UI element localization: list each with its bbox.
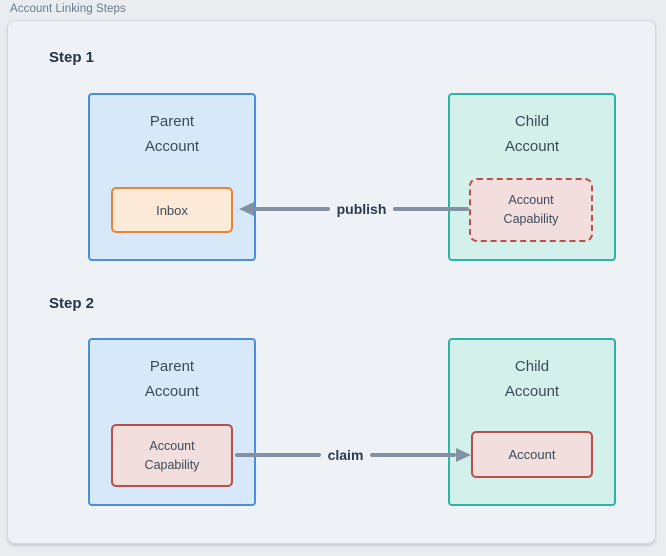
step1-account-capability-box: Account Capability xyxy=(469,178,593,242)
step2-child-account-box: Child Account xyxy=(448,338,616,506)
claim-arrow-label: claim xyxy=(327,447,364,463)
step1-parent-account-title: Parent Account xyxy=(144,113,200,155)
arrow-line xyxy=(254,207,330,211)
arrowhead-left-icon xyxy=(239,202,254,216)
step1-inbox-box: Inbox xyxy=(111,187,233,233)
step2-account-box: Account xyxy=(471,431,593,478)
arrow-line xyxy=(235,453,321,457)
step2-heading: Step 2 xyxy=(49,295,95,312)
diagram-panel: Step 1 Parent Account Inbox Child Accoun… xyxy=(7,20,656,544)
step2-account-capability-label: Account Capability xyxy=(144,438,200,472)
step1-account-capability-label: Account Capability xyxy=(503,193,559,226)
publish-arrow: publish xyxy=(239,197,469,221)
step1-parent-account-box: Parent Account xyxy=(88,93,256,261)
diagram-legend: Account Linking Steps xyxy=(10,3,126,15)
step1-child-account-title: Child Account xyxy=(504,113,560,155)
step2-child-account-title: Child Account xyxy=(504,358,560,400)
step1-heading: Step 1 xyxy=(49,49,95,66)
arrow-line xyxy=(393,207,469,211)
step2-account-label: Account xyxy=(508,447,556,462)
publish-arrow-label: publish xyxy=(336,201,387,217)
arrowhead-right-icon xyxy=(456,448,471,462)
step2-account-capability-box: Account Capability xyxy=(111,424,233,487)
claim-arrow: claim xyxy=(235,443,471,467)
step2-parent-account-title: Parent Account xyxy=(144,358,200,400)
arrow-line xyxy=(370,453,456,457)
step1-inbox-label: Inbox xyxy=(156,202,188,218)
